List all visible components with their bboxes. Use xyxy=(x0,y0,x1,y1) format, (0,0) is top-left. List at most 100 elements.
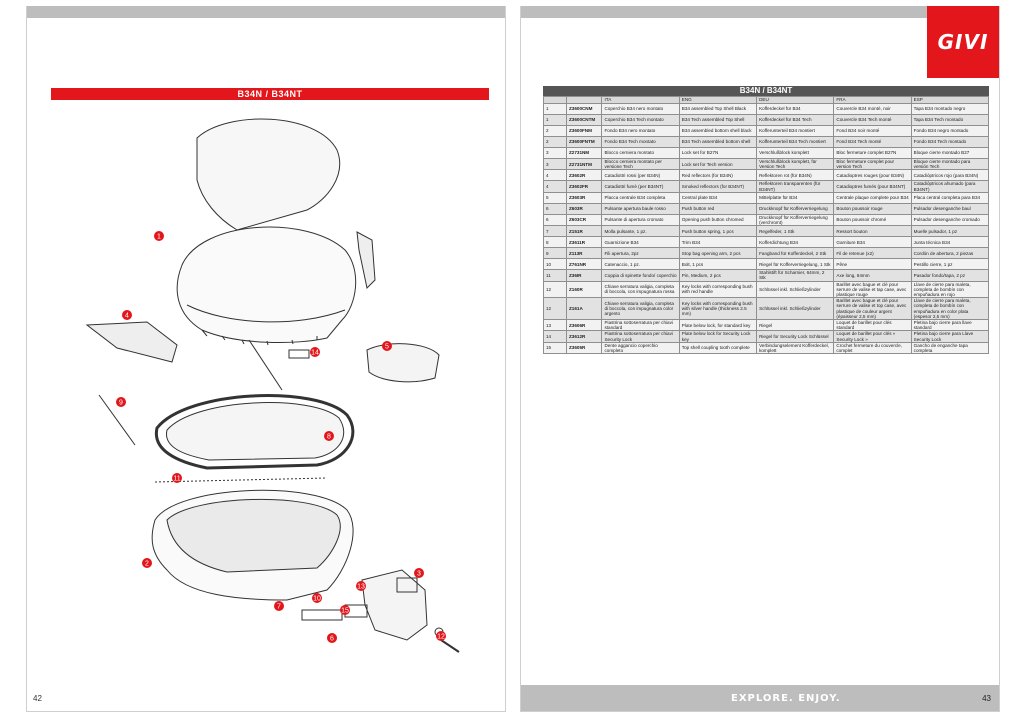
table-cell: Key locks with corresponding bush with s… xyxy=(678,297,758,321)
table-cell: Llave de cierre para maleta, completa de… xyxy=(910,297,990,321)
table-cell: Placa central completa para B34 xyxy=(910,191,990,204)
column-header xyxy=(543,96,567,104)
table-cell: Pestillo cierre, 1 pz xyxy=(910,258,990,271)
top-shell xyxy=(176,226,357,344)
table-cell: Z3602FR xyxy=(565,180,603,193)
table-cell: 15 xyxy=(543,341,567,355)
table-cell: Z161A xyxy=(565,297,603,321)
table-cell: Z3600CNTM xyxy=(565,114,603,126)
table-cell: Gancho de enganche tapa completa xyxy=(910,341,990,355)
table-cell: Z2731NM xyxy=(565,147,603,159)
table-cell: Kofferunterteil B34 Tech montiert xyxy=(756,136,835,148)
svg-text:2: 2 xyxy=(145,561,149,568)
table-cell: Z113R xyxy=(565,247,603,260)
svg-text:13: 13 xyxy=(357,584,365,591)
table-cell: 8 xyxy=(543,236,567,249)
table-cell: Kofferdichtung B34 xyxy=(756,236,835,249)
table-cell: 2 xyxy=(543,136,567,148)
table-cell: Couvercle B34 Tech monté xyxy=(833,114,912,126)
table-cell: Pulsador desenganche cromado xyxy=(910,213,990,227)
table-cell: Muelle pulsador, 1 pz xyxy=(910,225,990,238)
column-header: ITA xyxy=(601,96,680,104)
table-cell: 5 xyxy=(543,191,567,204)
table-cell: Z603R xyxy=(565,202,603,215)
table-cell: Schlüssel inkl. Schließzylinder xyxy=(756,297,835,321)
page-number: 42 xyxy=(33,694,42,703)
table-cell: Coperchio B34 nero montato xyxy=(601,103,680,115)
givi-logo: GIVI xyxy=(927,6,999,78)
table-cell: 7 xyxy=(543,225,567,238)
table-cell: Central plate B34 xyxy=(678,191,758,204)
table-cell: B34 assembled Top Shell Black xyxy=(678,103,758,115)
table-cell: Tapa B34 Tech montado xyxy=(910,114,990,126)
table-cell: Top shell coupling tooth complete xyxy=(678,341,758,355)
svg-text:3: 3 xyxy=(417,571,421,578)
section-title: B34N / B34NT xyxy=(51,88,489,100)
table-cell: Catadióptricos ahumado (para B34NT) xyxy=(910,180,990,193)
table-cell: Guarnizione B34 xyxy=(601,236,680,249)
table-cell: Riegel for Security Lock Schlüssel xyxy=(756,330,835,343)
table-cell: Trim B34 xyxy=(678,236,758,249)
table-cell: Verbindungselement Kofferdeckel, komplet… xyxy=(756,341,835,355)
table-cell: Blocco cerniera montato xyxy=(601,147,680,159)
table-cell: Molla pulsante, 1 pz. xyxy=(601,225,680,238)
table-cell: B34 assembled bottom shell black xyxy=(678,125,758,137)
table-cell: Verschlußblock komplett xyxy=(756,147,835,159)
table-cell: Stop bag opening arm, 2 pcs xyxy=(678,247,758,260)
column-header: ENG xyxy=(678,96,758,104)
table-cell: 6 xyxy=(543,202,567,215)
table-cell: Plate below lock for Security Lock key xyxy=(678,330,758,343)
table-cell: Catenaccio, 1 pz. xyxy=(601,258,680,271)
table-cell: Z3605R xyxy=(565,341,603,355)
svg-text:9: 9 xyxy=(119,400,123,407)
table-cell: 12 xyxy=(543,280,567,299)
table-cell: Regelfeder, 1 Stk xyxy=(756,225,835,238)
table-cell: Ressort bouton xyxy=(833,225,912,238)
callout-15: 15 xyxy=(340,605,350,615)
table-cell: Pin, Medium, 2 pcs xyxy=(678,269,758,282)
table-cell: Lock set for B27N xyxy=(678,147,758,159)
table-cell: B34 Tech assembled Top Shell xyxy=(678,114,758,126)
table-header-row: ITA ENG DEU FRA ESP xyxy=(543,96,990,104)
table-cell: Pêne xyxy=(833,258,912,271)
central-plate xyxy=(366,343,440,383)
table-cell: Chiave serratura valigia, completa di bo… xyxy=(601,280,680,299)
table-cell: Catadioptres rouges (pour B34N) xyxy=(833,169,912,182)
table-cell: Catadioptres fumés (pour B34NT) xyxy=(833,180,912,193)
svg-text:8: 8 xyxy=(327,434,331,441)
table-cell: Smoked reflectors (for B34NT) xyxy=(678,180,758,193)
table-cell: 6 xyxy=(543,213,567,227)
table-cell: Piastrina sottoserratura per chiavi Secu… xyxy=(601,330,680,343)
table-cell: Catadiottri fumè (per B34NT) xyxy=(601,180,680,193)
table-cell: Couvercle B34 monté, noir xyxy=(833,103,912,115)
column-header: ESP xyxy=(910,96,990,104)
table-cell: Kofferunterteil B34 montiert xyxy=(756,125,835,137)
table-cell: Bloque cierre montado B27 xyxy=(910,147,990,159)
table-cell: Coppia di spinette fondo/ coperchio xyxy=(601,269,680,282)
table-cell: Garniture B34 xyxy=(833,236,912,249)
callout-13: 13 xyxy=(356,581,366,591)
table-cell: Reflektoren rot (für B34N) xyxy=(756,169,835,182)
table-cell: Reflektoren transparenten (für B34NT) xyxy=(756,180,835,193)
table-cell: Z761NR xyxy=(565,258,603,271)
left-page: B34N / B34NT xyxy=(26,6,506,712)
table-cell: 4 xyxy=(543,180,567,193)
table-cell: Placca centrale B34 completa xyxy=(601,191,680,204)
table-cell: Plate below lock, for standard key xyxy=(678,319,758,332)
table-cell: Z160R xyxy=(565,280,603,299)
table-cell: Fondo B34 negro montado xyxy=(910,125,990,137)
table-cell: Coperchio B34 Tech montato xyxy=(601,114,680,126)
callout-7: 7 xyxy=(274,601,284,611)
table-cell: Bloc fermeture complet pour version Tech xyxy=(833,157,912,171)
table-cell: Fil de retenue (x2) xyxy=(833,247,912,260)
table-cell: Lock set for Tech version xyxy=(678,157,758,171)
svg-text:15: 15 xyxy=(341,608,349,615)
svg-text:6: 6 xyxy=(330,636,334,643)
table-cell: Z3603R xyxy=(565,191,603,204)
